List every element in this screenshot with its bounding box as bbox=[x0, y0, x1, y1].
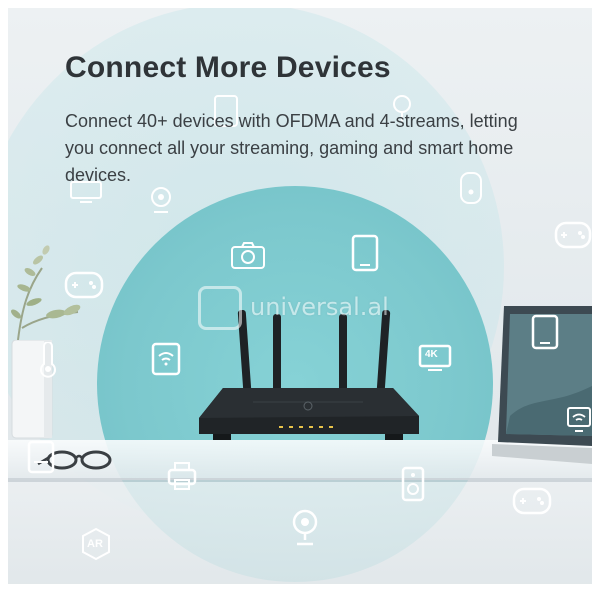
badge-4k-label: 4K bbox=[425, 349, 438, 360]
router-image bbox=[193, 306, 423, 456]
smart-speaker-icon bbox=[400, 466, 426, 502]
badge-ar-label: AR bbox=[87, 538, 103, 550]
tv-icon bbox=[68, 180, 104, 204]
page-title: Connect More Devices bbox=[65, 51, 391, 84]
camera-icon bbox=[230, 240, 266, 270]
game-controller-icon bbox=[64, 270, 104, 300]
security-camera-icon bbox=[290, 508, 320, 548]
tablet-icon bbox=[530, 314, 560, 350]
tv-4k-icon: 4K bbox=[418, 344, 452, 372]
watermark-logo bbox=[198, 286, 242, 330]
thermometer-icon bbox=[38, 342, 58, 378]
wifi-tablet-icon bbox=[150, 342, 182, 376]
scene-background: universal.al bbox=[8, 8, 592, 584]
eyeglasses-image bbox=[36, 446, 126, 474]
desk-edge bbox=[8, 478, 592, 482]
security-camera-icon bbox=[148, 186, 174, 214]
watermark-text: universal.al bbox=[250, 293, 389, 321]
tablet-icon bbox=[212, 94, 240, 128]
tablet-icon bbox=[350, 234, 380, 272]
printer-icon bbox=[166, 460, 198, 492]
sensor-icon bbox=[390, 94, 414, 124]
page-description: Connect 40+ devices with OFDMA and 4-str… bbox=[65, 111, 518, 185]
game-controller-icon bbox=[512, 486, 552, 516]
smart-plug-icon bbox=[458, 170, 484, 206]
game-controller-icon bbox=[554, 220, 592, 250]
watermark: universal.al bbox=[198, 286, 428, 330]
plant-image bbox=[8, 228, 88, 348]
e-reader-icon bbox=[26, 440, 56, 474]
ar-headset-icon: AR bbox=[78, 526, 114, 562]
wifi-monitor-icon bbox=[566, 406, 592, 434]
